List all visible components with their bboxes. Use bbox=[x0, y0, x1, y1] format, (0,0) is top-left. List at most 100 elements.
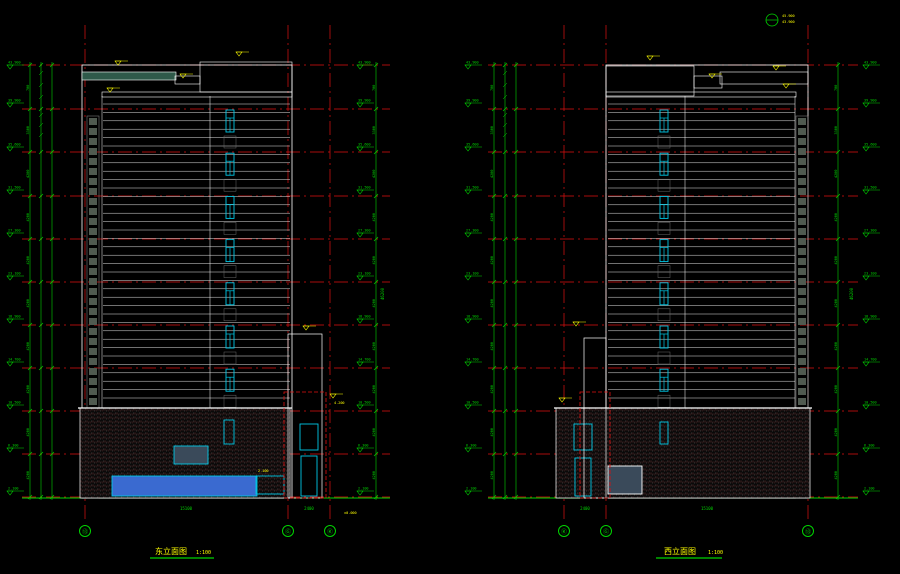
floor-dimension-text: 4200 bbox=[372, 213, 376, 221]
floor-dimension-text: 4200 bbox=[372, 471, 376, 479]
dimension-tick bbox=[513, 106, 519, 112]
dimension-tick bbox=[502, 365, 508, 371]
dimension-tick bbox=[835, 236, 841, 242]
level-marker-text: 10.500 bbox=[466, 401, 479, 405]
floor-dimension-text: 700 bbox=[26, 85, 30, 91]
dimension-tick bbox=[513, 365, 519, 371]
axis-label: ⑬ bbox=[805, 528, 811, 536]
roof-parapet bbox=[605, 65, 695, 97]
floor-dimension-text: 4200 bbox=[490, 299, 494, 307]
axis-label: Ⓖ bbox=[285, 528, 291, 536]
level-marker-triangle bbox=[464, 64, 472, 70]
level-marker-triangle bbox=[464, 102, 472, 108]
level-marker-triangle bbox=[862, 146, 870, 152]
dimension-tick bbox=[27, 149, 33, 155]
east-note: ±0.000 bbox=[344, 511, 357, 515]
side-band-panel bbox=[798, 318, 806, 325]
level-marker-text: 27.300 bbox=[466, 229, 479, 233]
level-marker-triangle bbox=[464, 275, 472, 281]
level-marker-text: 14.700 bbox=[8, 358, 21, 362]
floor-dimension-text: 3300 bbox=[26, 126, 30, 134]
floor-dimension-text: 4200 bbox=[372, 342, 376, 350]
axis-label: Ⓚ bbox=[327, 528, 333, 536]
side-band-panel bbox=[89, 228, 97, 235]
window-spandrel bbox=[223, 222, 237, 235]
east-elevation-title: 东立面图 bbox=[155, 546, 187, 556]
podium-door bbox=[574, 457, 592, 497]
level-marker-text: 31.500 bbox=[466, 186, 479, 190]
dimension-tick bbox=[373, 236, 379, 242]
roof-parapet bbox=[719, 71, 809, 85]
annex-window bbox=[299, 423, 319, 451]
level-marker-text: 6.300 bbox=[8, 444, 19, 448]
dimension-tick bbox=[491, 149, 497, 155]
side-band-panel bbox=[89, 298, 97, 305]
level-marker-triangle bbox=[356, 490, 364, 496]
dimension-tick bbox=[491, 193, 497, 199]
dimension-tick bbox=[502, 279, 508, 285]
floor-dimension-text: 4200 bbox=[834, 213, 838, 221]
level-marker-triangle bbox=[464, 189, 472, 195]
dimension-tick bbox=[835, 62, 841, 68]
side-band-panel bbox=[89, 198, 97, 205]
level-marker-triangle bbox=[464, 146, 472, 152]
roof-parapet bbox=[199, 61, 293, 93]
dimension-tick bbox=[373, 149, 379, 155]
floor-dimension-text: 3300 bbox=[834, 126, 838, 134]
roof-parapet bbox=[174, 75, 201, 85]
floor-dimension-text: 4200 bbox=[26, 170, 30, 178]
side-band-panel bbox=[89, 128, 97, 135]
east-note: 4.200 bbox=[334, 401, 345, 405]
level-marker-text: 10.500 bbox=[864, 401, 877, 405]
level-marker-triangle bbox=[6, 275, 14, 281]
dimension-tick bbox=[491, 451, 497, 457]
floor-dimension-text: 4200 bbox=[834, 471, 838, 479]
dimension-tick bbox=[49, 365, 55, 371]
dimension-tick bbox=[49, 106, 55, 112]
dimension-tick bbox=[835, 494, 841, 500]
annex-outline bbox=[579, 391, 611, 499]
level-marker-triangle bbox=[862, 102, 870, 108]
dimension-tick bbox=[513, 494, 519, 500]
level-marker-triangle bbox=[6, 404, 14, 410]
dimension-tick bbox=[502, 106, 508, 112]
level-marker-triangle bbox=[356, 189, 364, 195]
side-band-panel bbox=[798, 358, 806, 365]
west-axis-bubbles: Ⓚ Ⓖ ⑬ bbox=[558, 525, 814, 537]
level-marker-text: 43.900 bbox=[466, 61, 479, 65]
level-marker-triangle bbox=[356, 275, 364, 281]
side-band-panel bbox=[798, 138, 806, 145]
floor-dimension-text: 2100 bbox=[0, 0, 8, 1]
dimension-tick bbox=[38, 279, 44, 285]
west-bottom-dim: 15100 bbox=[701, 506, 714, 511]
level-marker-text: 2.100 bbox=[864, 487, 875, 491]
level-marker-triangle bbox=[6, 64, 14, 70]
side-band-panel bbox=[798, 328, 806, 335]
side-band-panel bbox=[798, 298, 806, 305]
dimension-tick bbox=[38, 149, 44, 155]
dimension-tick bbox=[835, 451, 841, 457]
side-band-panel bbox=[798, 128, 806, 135]
east-bottom-dim: 2400 bbox=[304, 506, 314, 511]
side-band-panel bbox=[798, 248, 806, 255]
side-band-panel bbox=[89, 388, 97, 395]
roof-parapet bbox=[101, 91, 293, 98]
side-band-panel bbox=[89, 118, 97, 125]
side-band-panel bbox=[798, 228, 806, 235]
level-marker-text: 39.900 bbox=[358, 99, 371, 103]
window-spandrel bbox=[223, 351, 237, 365]
level-tag bbox=[782, 83, 790, 89]
side-band-panel bbox=[798, 178, 806, 185]
dimension-tick bbox=[502, 112, 508, 118]
east-bottom-dim: 15100 bbox=[180, 506, 193, 511]
dimension-tick bbox=[38, 106, 44, 112]
dimension-tick bbox=[27, 62, 33, 68]
level-marker-text: 14.700 bbox=[466, 358, 479, 362]
dimension-tick bbox=[27, 365, 33, 371]
dimension-tick bbox=[49, 236, 55, 242]
level-marker-triangle bbox=[464, 232, 472, 238]
level-marker-triangle bbox=[356, 232, 364, 238]
level-marker-text: 6.300 bbox=[358, 444, 369, 448]
